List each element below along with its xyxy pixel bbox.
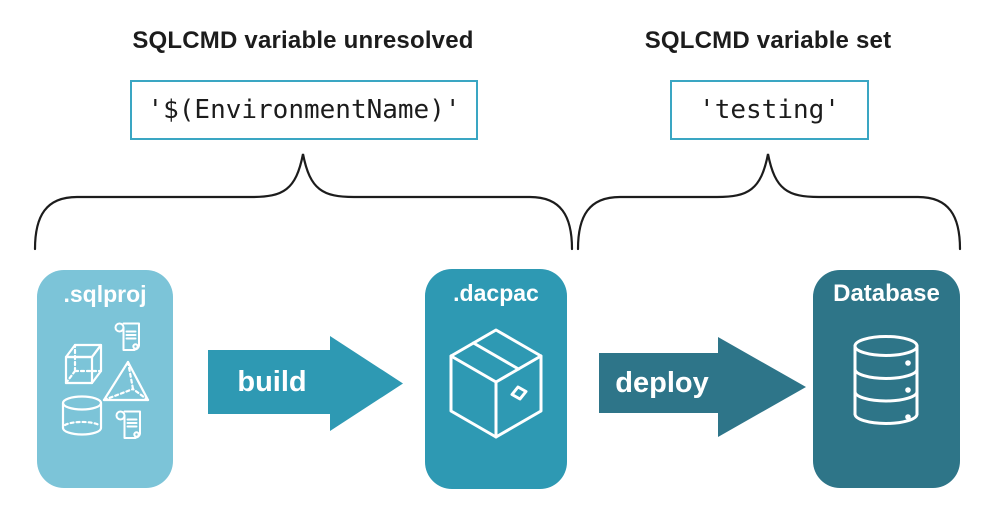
unresolved-value-box: '$(EnvironmentName)' — [130, 80, 478, 140]
stage-database-label: Database — [833, 280, 940, 307]
unresolved-value-text: '$(EnvironmentName)' — [147, 95, 461, 125]
database-cylinder-icon — [853, 335, 919, 425]
set-value-box: 'testing' — [670, 80, 869, 140]
stage-dacpac-label: .dacpac — [453, 280, 539, 306]
scroll-icon — [114, 322, 140, 351]
heading-unresolved: SQLCMD variable unresolved — [132, 27, 474, 54]
build-arrow-shape — [208, 336, 403, 431]
left-brace — [33, 153, 574, 251]
deploy-arrow-shape — [599, 337, 806, 437]
right-brace — [576, 153, 962, 251]
cube-icon — [64, 343, 103, 385]
stage-sqlproj: .sqlproj — [37, 270, 173, 488]
pyramid-icon — [102, 360, 150, 402]
cylinder-icon — [61, 395, 103, 436]
build-arrow: build — [208, 336, 404, 431]
deploy-arrow: deploy — [599, 337, 807, 437]
deploy-arrow-label: deploy — [615, 366, 709, 399]
set-value-text: 'testing' — [699, 95, 840, 125]
stage-database: Database — [813, 270, 960, 488]
stage-dacpac: .dacpac — [425, 269, 567, 489]
sql-objects-icon — [61, 322, 150, 439]
package-box-icon — [449, 328, 543, 439]
heading-set: SQLCMD variable set — [644, 27, 892, 54]
build-arrow-label: build — [237, 365, 307, 398]
scroll-icon — [115, 410, 141, 439]
stage-sqlproj-label: .sqlproj — [63, 281, 147, 307]
